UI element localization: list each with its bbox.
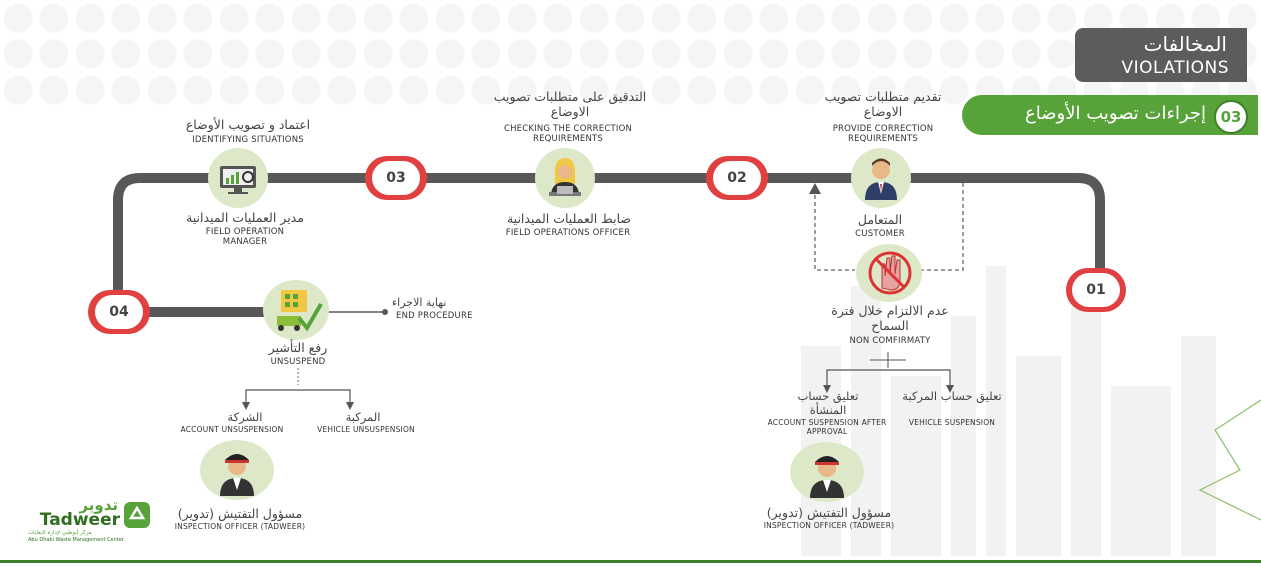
unsuspend-icon xyxy=(263,280,329,340)
unsuspend-role-en: UNSUSPEND xyxy=(270,357,326,367)
inspector-right-ar: مسؤول التفتيش (تدوير) xyxy=(766,505,892,520)
manager-role-ar: مدير العمليات الميدانية xyxy=(186,210,304,225)
officer-role-ar: ضابط العمليات الميدانية xyxy=(506,211,631,226)
manager-task-en: IDENTIFYING SITUATIONS xyxy=(192,135,304,145)
customer-task-ar: تقديم متطلبات تصويب الاوضاع xyxy=(824,89,942,119)
step-number-badge: 03 xyxy=(1214,100,1248,134)
logo-text-en: Tadweer xyxy=(39,510,120,530)
step-badge-04-label: 04 xyxy=(95,295,143,329)
officer-task-ar: التدقيق على متطلبات تصويب الاوضاع xyxy=(493,89,647,119)
step-badge-02: 02 xyxy=(706,156,768,200)
customer-task-en: PROVIDE CORRECTION REQUIREMENTS xyxy=(832,124,934,144)
step-badge-04: 04 xyxy=(88,290,150,334)
section-title-ar: المخالفات xyxy=(1143,32,1227,56)
section-title-en: VIOLATIONS xyxy=(1121,58,1229,78)
inspector-right-icon xyxy=(790,442,864,502)
inspector-left-en: INSPECTION OFFICER (TADWEER) xyxy=(174,522,306,531)
customer-role-en: CUSTOMER xyxy=(855,229,905,239)
unsuspend-role-ar: رفع التأشير xyxy=(268,340,328,355)
officer-icon xyxy=(535,148,595,208)
branch-vehicle-suspension-en: VEHICLE SUSPENSION xyxy=(908,418,996,427)
step-badge-02-label: 02 xyxy=(713,161,761,195)
step-badge-01: 01 xyxy=(1066,268,1126,312)
step-badge-03-label: 03 xyxy=(372,161,420,195)
customer-icon xyxy=(851,148,911,208)
manager-role-en: FIELD OPERATION MANAGER xyxy=(205,227,285,247)
customer-role-ar: المتعامل xyxy=(857,212,903,227)
footer-line xyxy=(0,560,1261,563)
branch-vehicle-suspension-ar: تعليق حساب المركبة xyxy=(902,389,1002,403)
manager-icon xyxy=(208,148,268,208)
stop-hand-icon xyxy=(856,244,922,302)
manager-task-ar: اعتماد و تصويب الأوضاع xyxy=(185,117,311,132)
branch-facility-en: ACCOUNT SUSPENSION AFTER APPROVAL xyxy=(767,418,887,436)
officer-role-en: FIELD OPERATIONS OFFICER xyxy=(505,228,631,238)
tadweer-logo: تدوير Tadweer مركز أبوظبي لإدارة النفايا… xyxy=(28,496,154,544)
section-title-box: المخالفات VIOLATIONS xyxy=(1075,28,1247,82)
logo-sub-en: Abu Dhabi Waste Management Center xyxy=(28,537,124,543)
end-procedure-en: END PROCEDURE xyxy=(396,311,473,321)
logo-sub-ar: مركز أبوظبي لإدارة النفايات xyxy=(28,530,92,536)
step-title-box: 03 إجراءات تصويب الأوضاع xyxy=(962,95,1258,135)
inspector-left-ar: مسؤول التفتيش (تدوير) xyxy=(177,506,303,521)
branch-facility-ar: تعليق حساب المنشأة xyxy=(797,389,859,417)
noncompliance-en: NON COMFIRMATY xyxy=(849,336,931,346)
officer-task-en: CHECKING THE CORRECTION REQUIREMENTS xyxy=(503,124,633,144)
step-title: إجراءات تصويب الأوضاع xyxy=(1025,103,1206,124)
noncompliance-ar: عدم الالتزام خلال فترة السماح xyxy=(831,303,949,333)
branch-company-en: ACCOUNT UNSUSPENSION xyxy=(180,425,284,434)
branch-vehicle-ar: المركبة xyxy=(345,410,381,424)
decorative-pattern xyxy=(0,0,1261,110)
city-skyline-background xyxy=(801,266,1216,556)
branch-vehicle-en: VEHICLE UNSUSPENSION xyxy=(317,425,415,434)
step-badge-03: 03 xyxy=(365,156,427,200)
inspector-right-en: INSPECTION OFFICER (TADWEER) xyxy=(763,521,895,530)
recycle-icon xyxy=(124,502,150,528)
step-badge-01-label: 01 xyxy=(1072,273,1120,307)
logo-text-ar: تدوير xyxy=(79,496,118,514)
end-procedure-ar: نهاية الاجراء xyxy=(392,296,447,309)
branch-company-ar: الشركة xyxy=(227,410,263,424)
inspector-left-icon xyxy=(200,440,274,500)
